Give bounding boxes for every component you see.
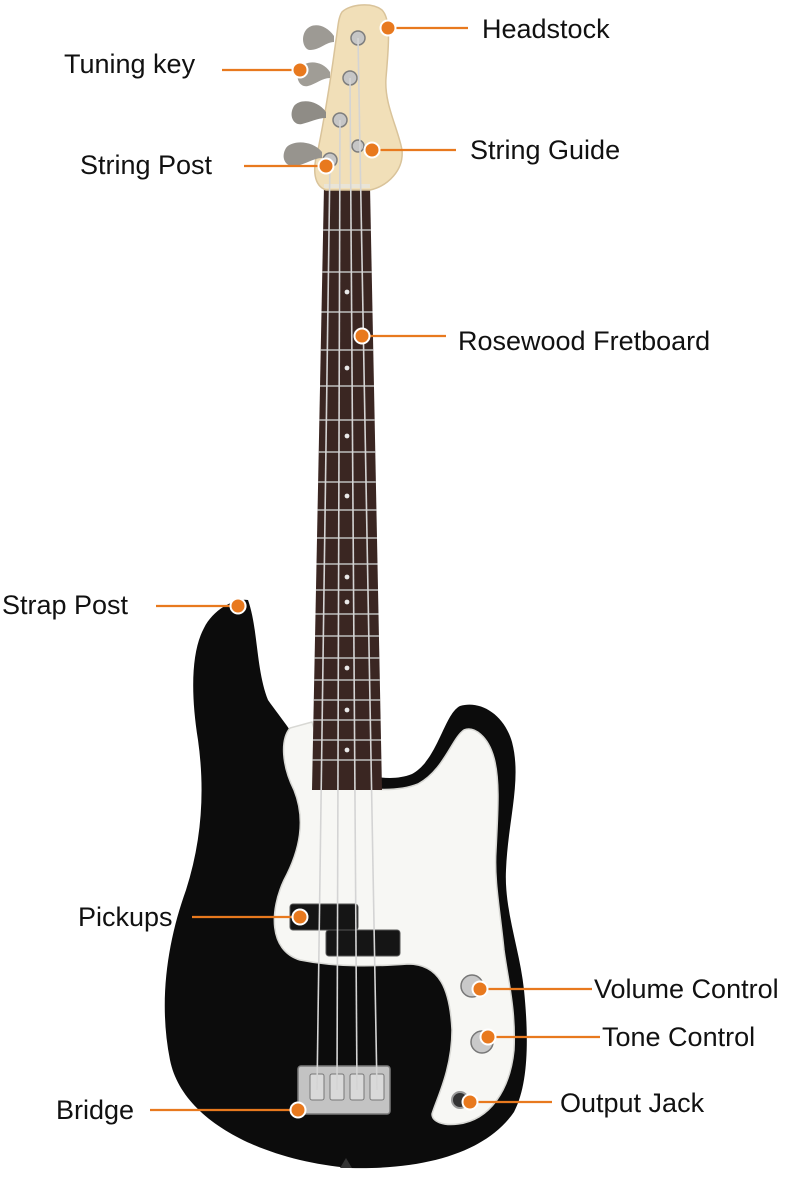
fret-inlay-dot	[344, 707, 350, 713]
callout-marker	[363, 141, 381, 159]
callout-marker	[479, 1028, 497, 1046]
fret-inlay-dot	[344, 599, 350, 605]
label-pickups: Pickups	[78, 902, 173, 932]
callout-marker	[353, 327, 371, 345]
pickups	[289, 903, 401, 957]
callout-marker	[379, 19, 397, 37]
label-rosewood-fretboard: Rosewood Fretboard	[458, 326, 711, 356]
string-2	[336, 119, 341, 1091]
fret-inlays	[344, 289, 350, 753]
callout-marker	[289, 1101, 307, 1119]
string-3	[349, 77, 358, 1091]
tuner-key-4	[283, 142, 322, 167]
tuner-key-3	[291, 101, 326, 125]
tuning-keys	[283, 25, 334, 167]
pickguard	[273, 721, 516, 1126]
fret-inlay-dot	[344, 574, 350, 580]
label-output-jack: Output Jack	[560, 1088, 705, 1118]
callout-marker	[291, 61, 309, 79]
fret-inlay-dot	[344, 747, 350, 753]
strings	[316, 37, 378, 1091]
label-string-guide: String Guide	[470, 135, 621, 165]
fret-inlay-dot	[344, 433, 350, 439]
callout-leaders	[150, 19, 600, 1119]
callout-marker	[317, 157, 335, 175]
label-bridge: Bridge	[56, 1095, 135, 1125]
callout-marker	[461, 1093, 479, 1111]
callout-marker	[229, 597, 247, 615]
callout-marker	[471, 980, 489, 998]
callout-marker	[291, 908, 309, 926]
string-guide	[351, 139, 365, 153]
string-1	[316, 159, 331, 1091]
label-strap-post: Strap Post	[2, 590, 129, 620]
string-4	[357, 37, 378, 1091]
label-tuning-key: Tuning key	[64, 49, 196, 79]
label-string-post: String Post	[80, 150, 213, 180]
fret-inlay-dot	[344, 493, 350, 499]
fret-inlay-dot	[344, 665, 350, 671]
label-volume-control: Volume Control	[594, 974, 779, 1004]
label-tone-control: Tone Control	[602, 1022, 756, 1052]
fret-inlay-dot	[344, 289, 350, 295]
tuner-key-1	[303, 25, 334, 50]
label-headstock: Headstock	[482, 14, 610, 44]
strap-button-bottom	[340, 1158, 352, 1168]
fret-inlay-dot	[344, 365, 350, 371]
pickup-lower	[325, 929, 401, 957]
